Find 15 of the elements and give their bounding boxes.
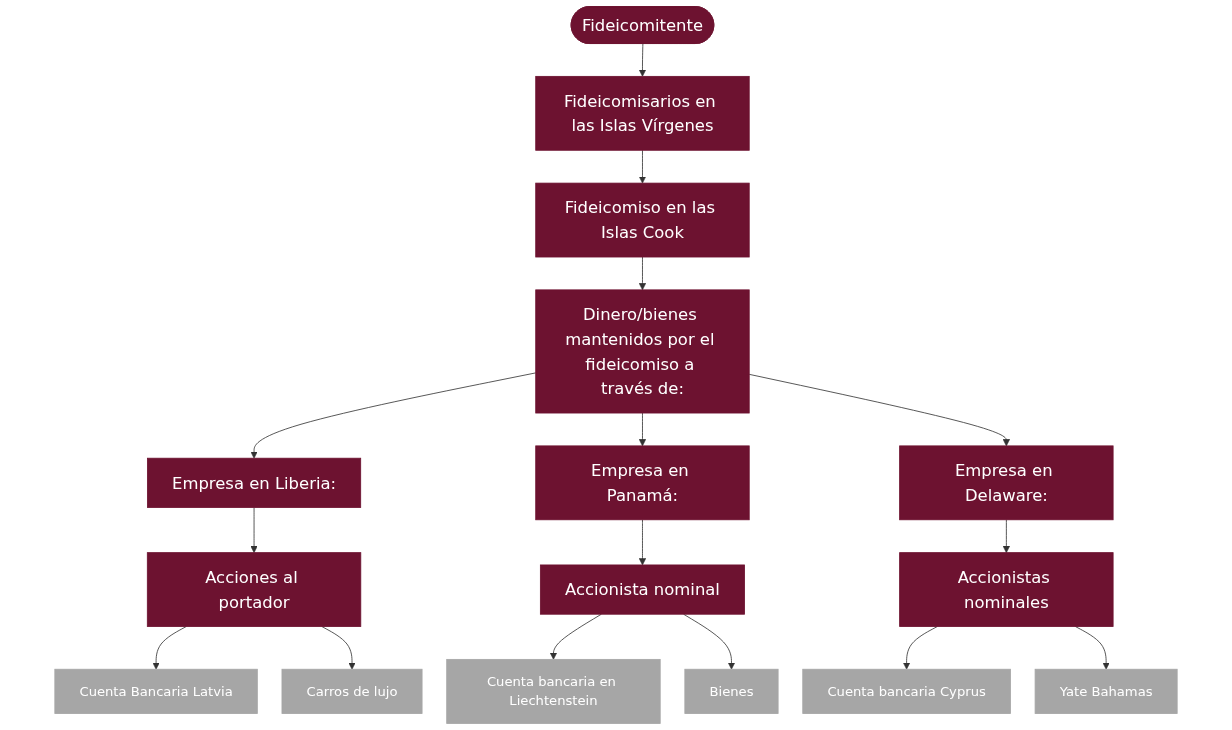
node-box: Bienes — [684, 668, 779, 714]
node-box: Fideicomiso en las Islas Cook — [535, 182, 750, 258]
node-box: Carros de lujo — [281, 668, 423, 714]
node-box: Acciones al portador — [146, 552, 362, 627]
node-box: Empresa en Liberia: — [147, 457, 362, 508]
node-box: Cuenta bancaria Cyprus — [802, 668, 1011, 714]
node-box: Accionista nominal — [539, 564, 745, 615]
node-box: Yate Bahamas — [1034, 668, 1178, 714]
node-box: Cuenta Bancaria Latvia — [54, 668, 258, 714]
node-box: Empresa en Delaware: — [899, 445, 1114, 521]
node-box: Fideicomisarios en las Islas Vírgenes — [535, 75, 750, 151]
node-box: Cuenta bancaria en Liechtenstein — [446, 658, 661, 724]
node-box: Empresa en Panamá: — [535, 445, 750, 521]
node-box: Accionistas nominales — [899, 552, 1114, 627]
node-box: Dinero/bienes mantenidos por el fideicomiso a través de: — [535, 289, 750, 414]
